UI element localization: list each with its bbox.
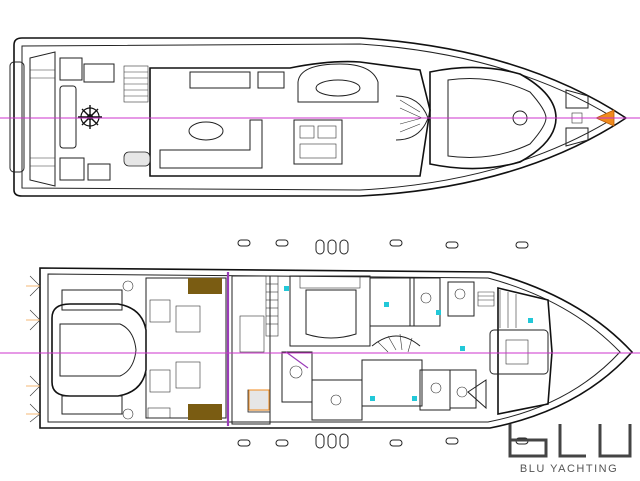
portholes-bottom (237, 433, 529, 449)
engine-hatch-top (188, 278, 222, 294)
blu-logo-icon (508, 424, 632, 458)
brand-wordmark: BLU YACHTING (519, 463, 619, 475)
helm-wheel-icon (78, 105, 102, 129)
upper-deck-plan (0, 37, 640, 197)
portholes-top (237, 239, 529, 255)
stern-arrows (26, 275, 41, 423)
fixtures-cyan (284, 286, 533, 401)
engine-hatch-bottom (188, 404, 222, 420)
lower-deck-plan (0, 239, 640, 449)
